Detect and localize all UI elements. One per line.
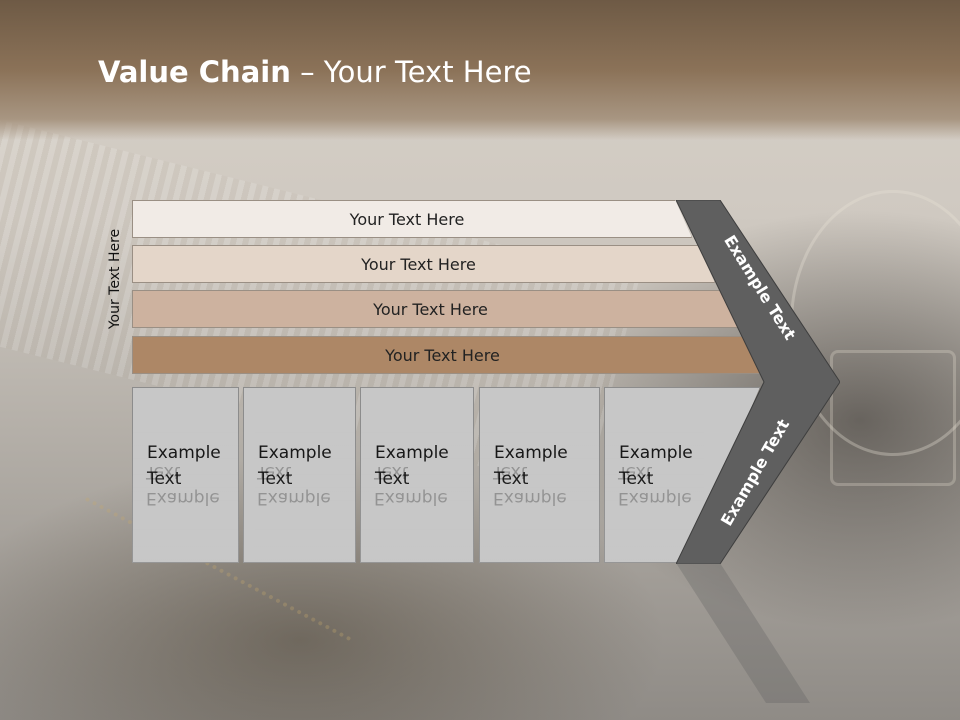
reflection-line1: Example: [493, 488, 567, 508]
reflection-line1: Example: [374, 488, 448, 508]
reflection-line2: Text: [374, 462, 409, 482]
activity-line1: Example: [147, 443, 221, 463]
activity-line2: Text: [375, 469, 410, 489]
reflection-line2: Text: [493, 462, 528, 482]
support-bar-label: Your Text Here: [373, 299, 488, 319]
support-bar-4[interactable]: Your Text Here: [132, 336, 763, 374]
activity-line2: Text: [258, 469, 293, 489]
chevron-reflection-shape: [676, 563, 810, 703]
slide-title: Value Chain – Your Text Here: [98, 55, 532, 89]
margin-chevron[interactable]: [676, 200, 840, 564]
support-bar-2[interactable]: Your Text Here: [132, 245, 715, 283]
chevron-reflection: [676, 563, 810, 703]
reflection-line1: Example: [146, 488, 220, 508]
activity-line1: Example: [494, 443, 568, 463]
support-bar-1[interactable]: Your Text Here: [132, 200, 692, 238]
vertical-label: Your Text Here: [107, 228, 123, 330]
activity-line2: Text: [494, 469, 529, 489]
reflection-line2: Text: [146, 462, 181, 482]
activity-line1: Example: [619, 443, 693, 463]
activity-line1: Example: [375, 443, 449, 463]
support-bar-3[interactable]: Your Text Here: [132, 290, 739, 328]
support-bar-label: Your Text Here: [385, 345, 500, 365]
chevron-shape: [676, 200, 840, 564]
background-eagle-shield: [830, 350, 956, 486]
title-rest: – Your Text Here: [290, 55, 532, 89]
activity-line2: Text: [619, 469, 654, 489]
reflection-line2: Text: [257, 462, 292, 482]
title-banner: [0, 0, 960, 140]
activity-line2: Text: [147, 469, 182, 489]
activity-line1: Example: [258, 443, 332, 463]
title-bold: Value Chain: [98, 55, 291, 89]
reflection-line1: Example: [257, 488, 331, 508]
support-bar-label: Your Text Here: [349, 209, 465, 229]
support-bar-label: Your Text Here: [361, 254, 476, 274]
